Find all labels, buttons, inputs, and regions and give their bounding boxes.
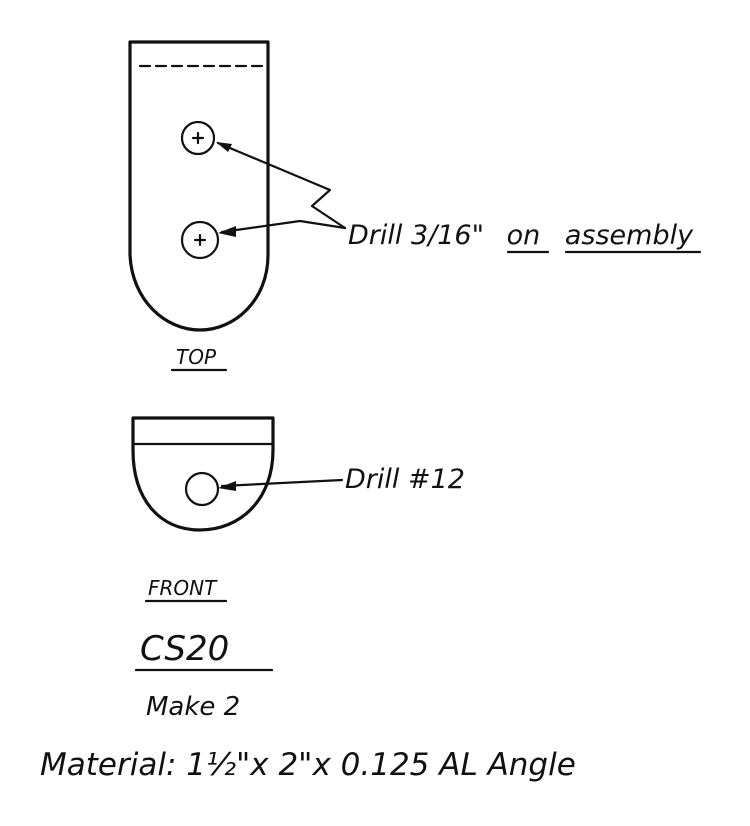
top-callout-text: Drill 3/16" on assembly — [348, 220, 694, 251]
front-leader-arrow — [218, 481, 236, 491]
top-view-label: TOP — [176, 345, 217, 369]
top-hole-lower — [180, 220, 220, 260]
part-quantity: Make 2 — [146, 692, 240, 722]
top-leader-lower — [220, 219, 347, 234]
part-id: CS20 — [140, 629, 229, 669]
top-leader-arrow-lower — [218, 226, 236, 237]
front-leader — [220, 478, 344, 488]
title-block: CS20 Make 2 Material: 1½"x 2"x 0.125 AL … — [40, 629, 576, 783]
part-material: Material: 1½"x 2"x 0.125 AL Angle — [40, 747, 576, 783]
top-view-outline — [128, 40, 270, 332]
top-view: Drill 3/16" on assembly TOP — [128, 40, 702, 372]
front-view-outline — [131, 416, 275, 532]
front-callout-text: Drill #12 — [345, 464, 465, 495]
top-hole-upper — [180, 120, 216, 156]
front-view-label: FRONT — [148, 576, 218, 600]
top-leader-arrow-upper — [216, 142, 232, 152]
front-hole — [184, 471, 220, 507]
top-leader-upper — [216, 141, 347, 230]
front-view: Drill #12 FRONT — [131, 416, 465, 603]
